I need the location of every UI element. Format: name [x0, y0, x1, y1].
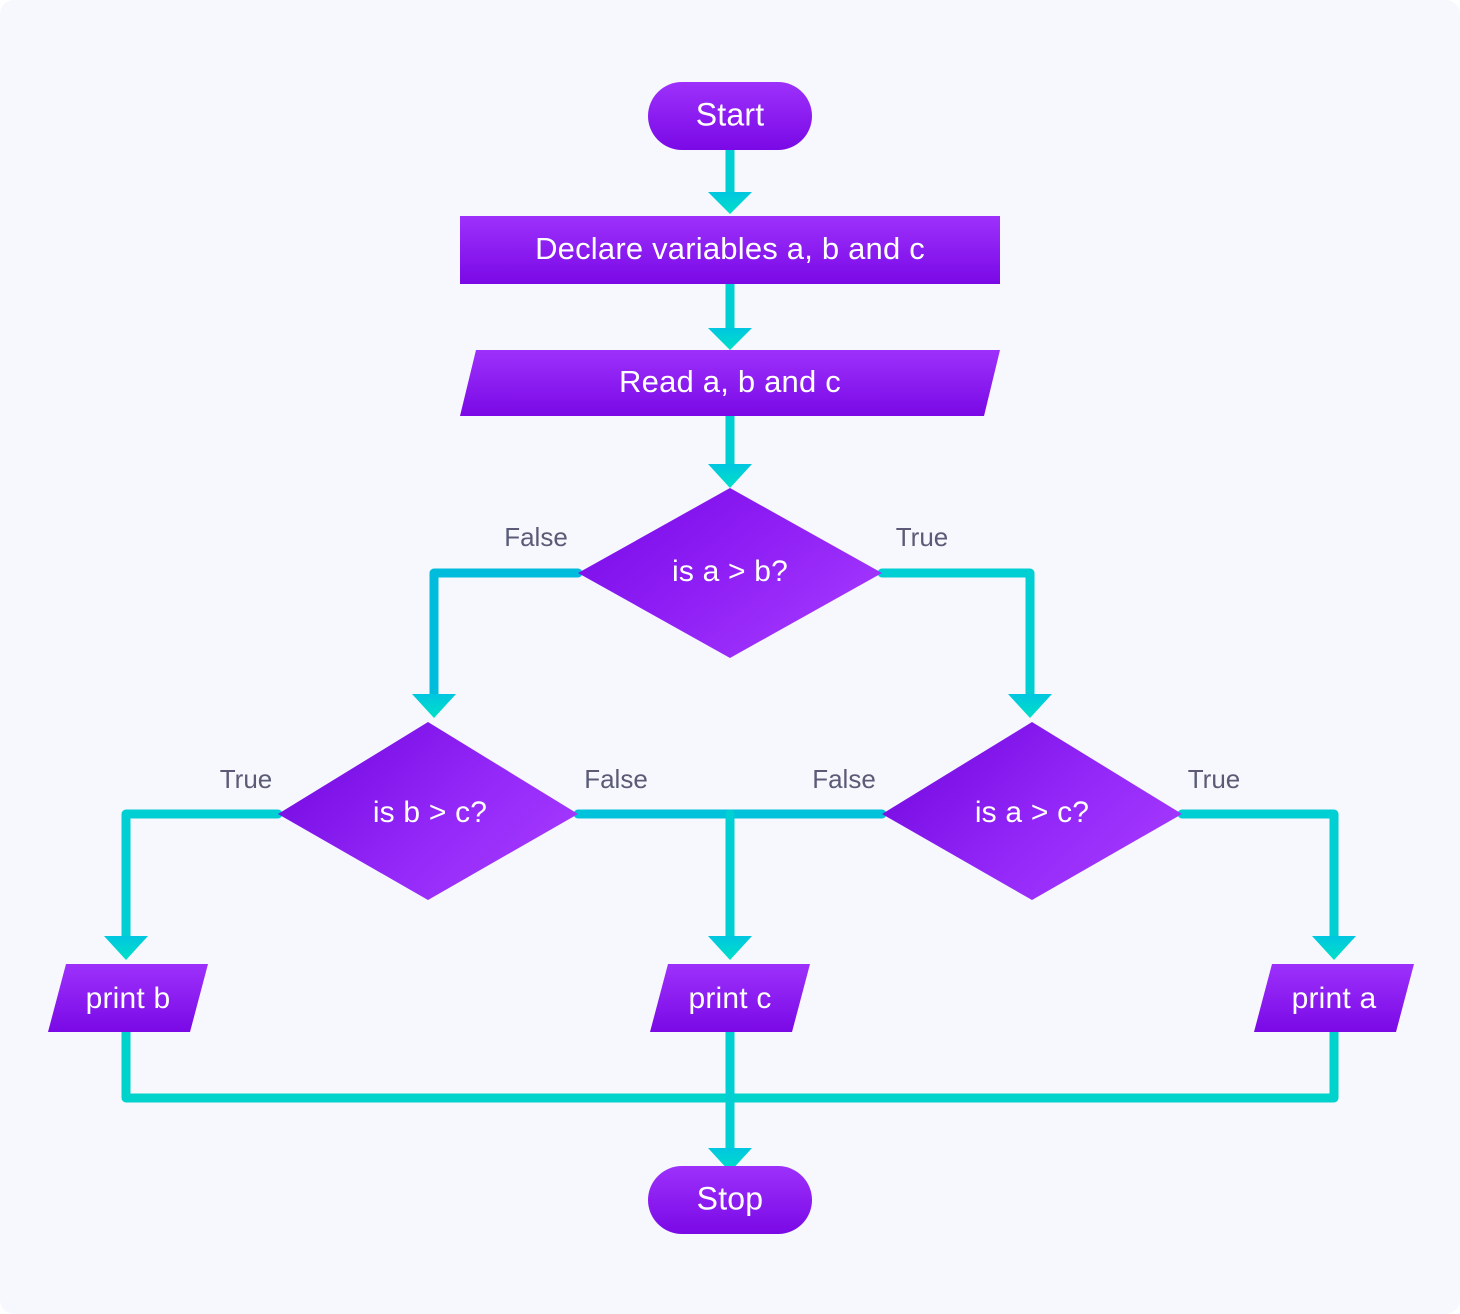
edge-printb-merge	[121, 1027, 735, 1103]
node-print-b[interactable]: print b	[48, 964, 208, 1032]
arrowhead-to-printa	[1312, 936, 1356, 960]
node-read[interactable]: Read a, b and c	[460, 350, 1000, 416]
arrowhead-to-printb	[104, 936, 148, 960]
node-declare-label: Declare variables a, b and c	[535, 231, 925, 266]
node-start[interactable]: Start	[648, 82, 812, 150]
node-decision-bc-label: is b > c?	[373, 796, 487, 829]
node-decision-ab[interactable]: is a > b?	[578, 488, 882, 658]
node-print-c-label: print c	[688, 982, 771, 1015]
edge-label-bc-true: True	[220, 764, 273, 794]
connectors	[121, 143, 1339, 1157]
node-stop-label: Stop	[697, 1180, 764, 1216]
edge-label-ac-false: False	[812, 764, 876, 794]
arrowhead-to-decisionbc	[412, 694, 456, 718]
arrowheads	[104, 192, 1356, 1172]
node-start-label: Start	[696, 96, 765, 132]
node-declare[interactable]: Declare variables a, b and c	[460, 216, 1000, 284]
edge-labels: False True True False False True	[220, 522, 1241, 794]
node-print-c[interactable]: print c	[650, 964, 810, 1032]
arrowhead-to-stop	[708, 1148, 752, 1172]
node-read-label: Read a, b and c	[619, 364, 841, 399]
node-decision-ac[interactable]: is a > c?	[882, 722, 1182, 900]
node-print-b-label: print b	[86, 982, 171, 1015]
edge-label-ab-true: True	[896, 522, 949, 552]
edge-label-ac-true: True	[1188, 764, 1241, 794]
node-stop[interactable]: Stop	[648, 1166, 812, 1234]
edge-ab-true	[877, 568, 1035, 703]
node-print-a[interactable]: print a	[1254, 964, 1414, 1032]
node-print-a-label: print a	[1292, 982, 1377, 1015]
arrowhead-to-decisionab	[708, 464, 752, 488]
edge-ac-true	[1177, 809, 1339, 945]
edge-label-bc-false: False	[584, 764, 648, 794]
arrowhead-to-read	[708, 328, 752, 350]
arrowhead-to-printc	[708, 936, 752, 960]
node-decision-bc[interactable]: is b > c?	[278, 722, 578, 900]
node-decision-ac-label: is a > c?	[975, 796, 1089, 829]
arrowhead-to-decisionac	[1008, 694, 1052, 718]
arrowhead-to-declare	[708, 192, 752, 214]
node-decision-ab-label: is a > b?	[672, 555, 788, 588]
edge-printa-merge	[725, 1027, 1339, 1103]
edge-ab-false	[429, 568, 583, 703]
edge-bc-true	[121, 809, 283, 945]
edge-label-ab-false: False	[504, 522, 568, 552]
